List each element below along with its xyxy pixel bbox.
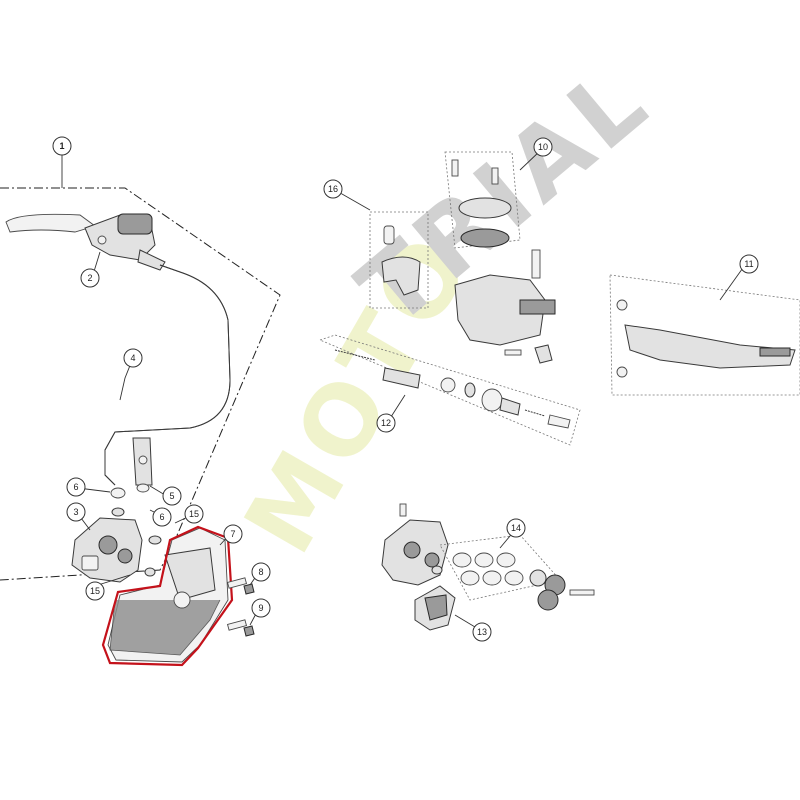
svg-text:16: 16: [328, 184, 338, 194]
svg-text:5: 5: [169, 491, 174, 501]
part-16-clamp: [381, 225, 421, 296]
callout-2: 2: [80, 268, 100, 288]
svg-text:15: 15: [90, 586, 100, 596]
svg-text:8: 8: [258, 567, 263, 577]
svg-text:13: 13: [477, 627, 487, 637]
callout-3: 3: [66, 502, 86, 522]
group-12-box: [318, 334, 581, 446]
svg-text:12: 12: [381, 418, 391, 428]
callout-14: 14: [506, 518, 526, 538]
highlight-outline: [101, 525, 234, 667]
svg-text:14: 14: [511, 523, 521, 533]
svg-text:15: 15: [189, 509, 199, 519]
caliper-left: [71, 517, 156, 583]
callouts: 1 2 3 4 5 6 6 7 8 9 10 11 12 13 14 15 15…: [52, 136, 759, 642]
part-12-piston-kit: [334, 349, 571, 429]
callout-15b: 15: [85, 581, 105, 601]
svg-text:7: 7: [230, 529, 235, 539]
callout-6a: 6: [66, 477, 86, 497]
part-14-seals: [452, 552, 595, 611]
master-cylinder-body: [454, 249, 556, 364]
svg-text:2: 2: [87, 273, 92, 283]
caliper-right: [381, 503, 449, 586]
callout-12: 12: [376, 413, 396, 433]
callout-11: 11: [739, 254, 759, 274]
callout-13: 13: [472, 622, 492, 642]
banjo-bolt-and-washers: [110, 483, 162, 545]
callout-10: 10: [533, 137, 553, 157]
callout-15a: 15: [184, 504, 204, 524]
callout-5: 5: [162, 486, 182, 506]
bolts-8-9: [226, 577, 255, 637]
svg-text:6: 6: [73, 482, 78, 492]
group-14-box: [439, 534, 561, 601]
group-16-box: [369, 211, 429, 309]
svg-text:6: 6: [159, 512, 164, 522]
callout-4: 4: [123, 348, 143, 368]
part-10-reservoir-cap: [451, 159, 512, 248]
svg-text:4: 4: [130, 353, 135, 363]
svg-text:3: 3: [73, 507, 78, 517]
group-10-box: [444, 151, 521, 249]
callout-8: 8: [251, 562, 271, 582]
watermark: MOTO TRIAL: [223, 43, 671, 572]
svg-text:1: 1: [59, 141, 64, 151]
callout-16: 16: [323, 179, 343, 199]
brake-hose: [104, 264, 231, 486]
svg-text:9: 9: [258, 603, 263, 613]
callout-6b: 6: [152, 507, 172, 527]
callout-1: 1: [52, 136, 72, 156]
disc-guard: [101, 525, 234, 667]
callout-9: 9: [251, 598, 271, 618]
master-cylinder-assembly: [5, 213, 166, 271]
svg-text:11: 11: [744, 259, 753, 269]
part-13-brake-pad: [414, 585, 456, 631]
svg-text:10: 10: [538, 142, 548, 152]
callout-7: 7: [223, 524, 243, 544]
group-1-outline: [0, 187, 281, 581]
part-11-lever: [616, 299, 796, 378]
